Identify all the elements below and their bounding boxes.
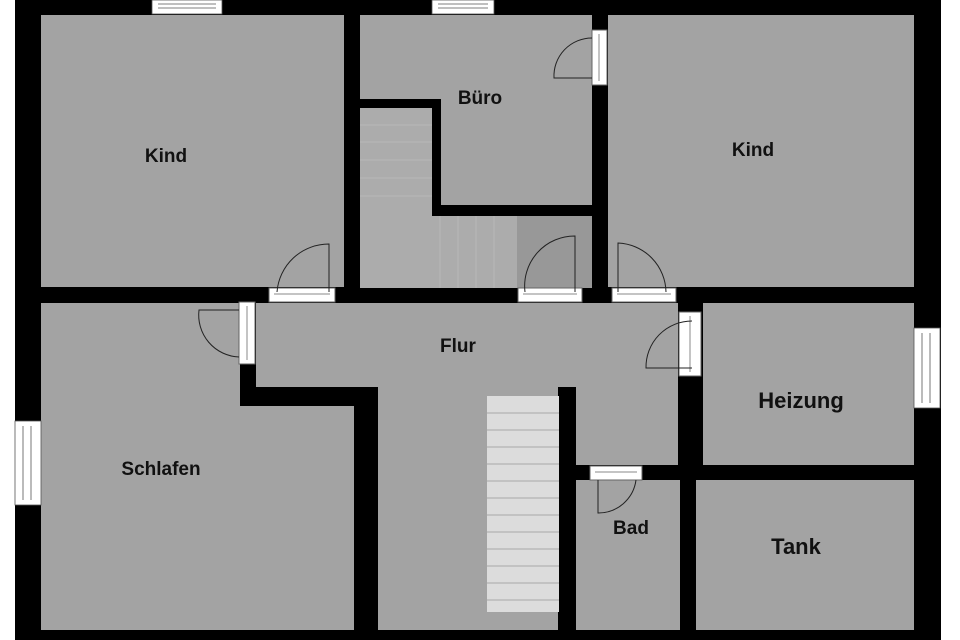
doors	[198, 29, 702, 514]
stairwell-floor-lower	[360, 216, 517, 288]
door-stairwell[interactable]	[517, 235, 583, 303]
window-schlafen	[14, 420, 42, 506]
windows	[14, 0, 941, 506]
window-buero	[431, 0, 495, 15]
upper-stairs	[360, 124, 495, 288]
door-heizung[interactable]	[645, 311, 702, 377]
room-kind-right-floor	[608, 15, 914, 287]
room-label-schlafen: Schlafen	[121, 459, 200, 480]
room-label-kind-right: Kind	[732, 140, 774, 161]
room-tank-floor	[696, 480, 914, 630]
room-label-kind-left: Kind	[145, 146, 187, 167]
room-bad-floor	[576, 480, 680, 630]
room-kind-left-floor	[41, 15, 344, 287]
room-label-flur: Flur	[440, 336, 476, 357]
room-schlafen-floor-lower	[41, 406, 354, 630]
room-label-buero: Büro	[458, 88, 502, 109]
window-heizung	[913, 327, 941, 409]
room-label-tank: Tank	[771, 534, 821, 559]
room-labels: Kind Büro Kind Flur Schlafen Heizung Bad…	[121, 88, 843, 559]
door-kind-left[interactable]	[268, 243, 336, 303]
main-staircase	[487, 396, 559, 612]
door-buero[interactable]	[553, 29, 608, 86]
door-bad[interactable]	[589, 465, 643, 514]
room-flur-floor	[256, 303, 678, 387]
room-label-bad: Bad	[613, 518, 649, 539]
room-label-heizung: Heizung	[758, 388, 844, 413]
landing-floor	[517, 216, 592, 288]
door-schlafen[interactable]	[198, 301, 256, 365]
floors	[41, 15, 914, 630]
window-kind-left	[151, 0, 223, 15]
room-flur-floor-right	[576, 387, 678, 465]
room-buero-floor-lower	[441, 99, 592, 205]
room-heizung-floor	[703, 303, 914, 465]
room-buero-floor	[360, 15, 592, 99]
door-kind-right[interactable]	[611, 242, 677, 303]
